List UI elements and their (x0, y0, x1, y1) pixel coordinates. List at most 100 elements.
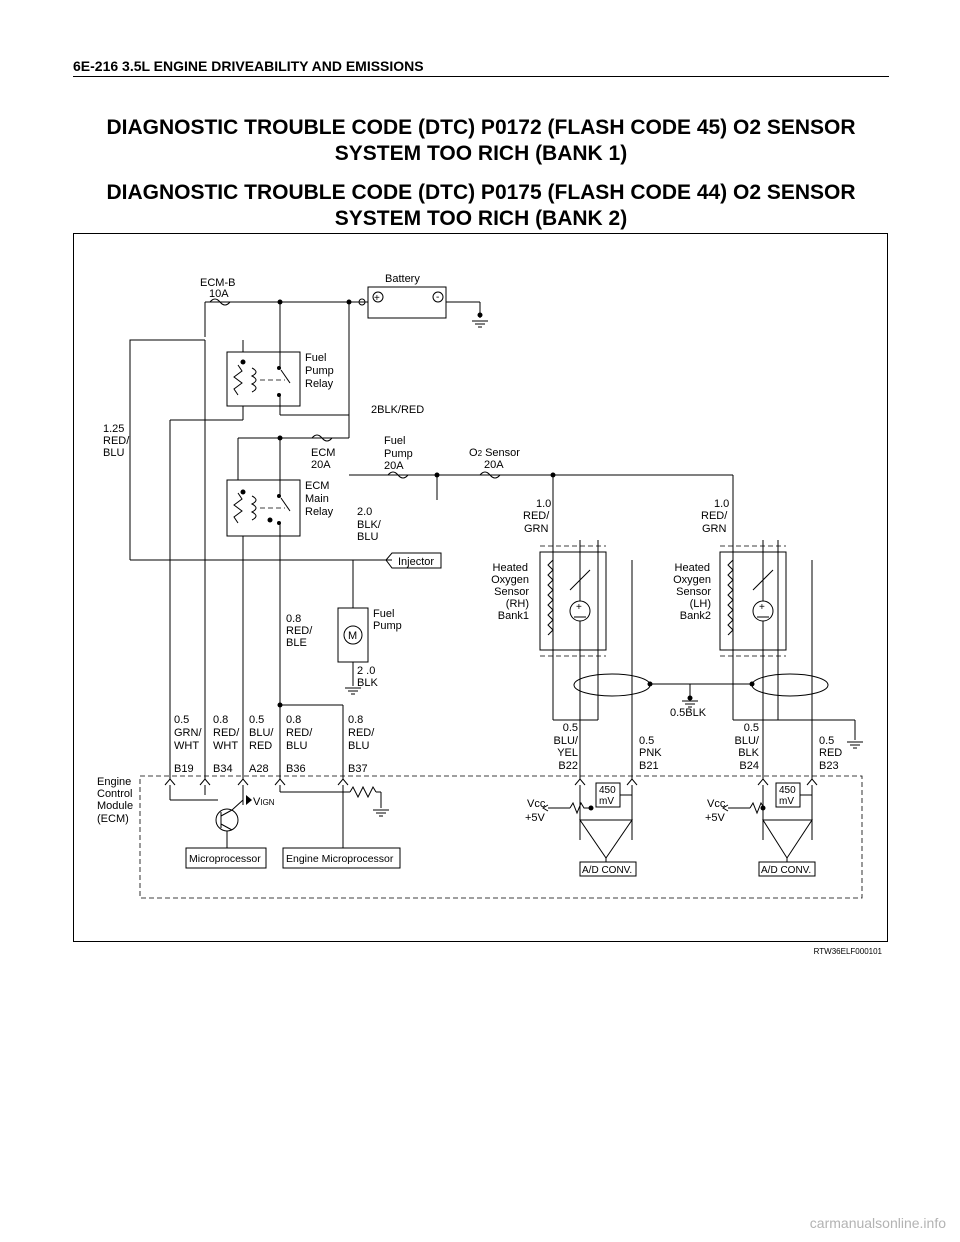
ground-shield (682, 700, 698, 708)
motor-label: M (348, 630, 357, 642)
page-header: 6E-216 3.5L ENGINE DRIVEABILITY AND EMIS… (73, 58, 424, 74)
wire-10-rh-label-2: RED/ (523, 510, 550, 522)
svg-text:0.8: 0.8 (286, 714, 301, 726)
shield-label: 0.5BLK (670, 707, 707, 719)
comparator-rh (579, 819, 633, 859)
wire-20-label-3: BLU (357, 531, 378, 543)
wire-125-label-1: 1.25 (103, 423, 124, 435)
svg-text:B19: B19 (174, 763, 194, 775)
ecm-fuse-label-2: 20A (311, 459, 331, 471)
svg-text:0.5: 0.5 (249, 714, 264, 726)
sensor-rh-label-5: Bank1 (498, 610, 529, 622)
ecm-box (139, 775, 863, 899)
wire-10-lh-label-1: 1.0 (714, 498, 729, 510)
dtc-title-2-line2: SYSTEM TOO RICH (BANK 2) (334, 207, 628, 230)
comparator-lh (762, 819, 813, 859)
svg-text:BLU/: BLU/ (735, 735, 760, 747)
svg-text:YEL: YEL (557, 747, 578, 759)
ecm-wire-b34: 0.8 RED/ WHT B34 (213, 714, 240, 775)
svg-text:A/D CONV.: A/D CONV. (582, 865, 632, 876)
wire-20-label-2: BLK/ (357, 519, 382, 531)
figure-reference-code: RTW36ELF000101 (813, 947, 882, 956)
ecm-main-relay-label-2: Main (305, 493, 329, 505)
o2-fuse-symbol (479, 471, 501, 479)
sensor-lh-label-1: Heated (675, 562, 710, 574)
svg-text:+: + (374, 293, 380, 304)
ecm-b-fuse-label-1: ECM-B (200, 277, 235, 289)
svg-text:mV: mV (779, 796, 794, 807)
sensor-wire-b21: 0.5 PNK B21 (639, 735, 662, 772)
ecm-fuse-label-1: ECM (311, 447, 335, 459)
dtc-title-1: DIAGNOSTIC TROUBLE CODE (DTC) P0172 (FLA… (73, 115, 889, 167)
ecm-label-2: Control (97, 788, 132, 800)
header-rule (73, 76, 889, 77)
motor-symbol (343, 625, 363, 645)
svg-text:B24: B24 (739, 760, 759, 772)
svg-text:0.5: 0.5 (174, 714, 189, 726)
ecm-main-relay-label-1: ECM (305, 480, 329, 492)
wiring-diagram: Battery + - ECM-B 10A 1.25 RED/ BLU Fuel… (97, 273, 863, 899)
sensor-rh-label-3: Sensor (494, 586, 529, 598)
sensor-lh-label-4: (LH) (690, 598, 711, 610)
svg-text:mV: mV (599, 796, 614, 807)
o2-fuse-label: O2 Sensor (469, 447, 520, 459)
fuel-pump-fuse-label-2: Pump (384, 448, 413, 460)
dtc-title-2-line1: DIAGNOSTIC TROUBLE CODE (DTC) P0175 (FLA… (106, 181, 856, 204)
svg-text:RED: RED (819, 747, 842, 759)
svg-text:450: 450 (779, 785, 796, 796)
fuel-pump-label-1: Fuel (373, 608, 394, 620)
fuel-pump-relay-label-1: Fuel (305, 352, 326, 364)
svg-text:RED: RED (249, 740, 272, 752)
svg-text:RED/: RED/ (348, 727, 375, 739)
wire-10-rh-label-3: GRN (524, 523, 549, 535)
ad-conv-lh (758, 861, 816, 877)
svg-text:+: + (576, 602, 582, 613)
fuel-pump-relay-label-3: Relay (305, 378, 334, 390)
svg-text:0.5: 0.5 (744, 722, 759, 734)
svg-text:WHT: WHT (213, 740, 238, 752)
wire-10-lh-label-2: RED/ (701, 510, 728, 522)
svg-text:+: + (759, 602, 765, 613)
ground-battery (472, 320, 488, 328)
sensor-wire-b24: 0.5 BLU/ BLK B24 (735, 722, 760, 772)
ecm-label-4: (ECM) (97, 813, 129, 825)
wire-125-label-3: BLU (103, 447, 124, 459)
ecm-wire-a28: 0.5 BLU/ RED A28 (249, 714, 274, 775)
fuel-pump-fuse-symbol (387, 471, 409, 479)
svg-text:0.8: 0.8 (348, 714, 363, 726)
sensor-lh-label-2: Oxygen (673, 574, 711, 586)
fuel-pump-fuse-label-1: Fuel (384, 435, 405, 447)
svg-text:0.5: 0.5 (819, 735, 834, 747)
sensor-rh-label-1: Heated (493, 562, 528, 574)
sensor-rh-box (539, 551, 607, 651)
sensor-lh-label-5: Bank2 (680, 610, 711, 622)
svg-text:WHT: WHT (174, 740, 199, 752)
watermark: carmanualsonline.info (809, 1215, 946, 1231)
wire-2-0-blk-label-2: BLK (357, 677, 378, 689)
vcc-rh-1: Vcc (527, 798, 546, 810)
sensor-rh-label-2: Oxygen (491, 574, 529, 586)
wire-2-0-blk-label-1: 2 .0 (357, 665, 375, 677)
vcc-lh-2: +5V (705, 812, 726, 824)
wire-10-lh-label-3: GRN (702, 523, 727, 535)
svg-text:A28: A28 (249, 763, 269, 775)
svg-text:0.5: 0.5 (563, 722, 578, 734)
vcc-lh-1: Vcc (707, 798, 726, 810)
ecm-wire-b37: 0.8 RED/ BLU B37 (348, 714, 375, 775)
svg-text:0.5: 0.5 (639, 735, 654, 747)
fuel-pump-label-2: Pump (373, 620, 402, 632)
shield-rh (573, 673, 651, 697)
main-wire-label: 2BLK/RED (371, 404, 424, 416)
wire-20-label-1: 2.0 (357, 506, 372, 518)
vcc-rh-2: +5V (525, 812, 546, 824)
svg-text:450: 450 (599, 785, 616, 796)
ecm-b-fuse-symbol (209, 298, 231, 306)
microprocessor-box (185, 847, 267, 869)
wire-08-ble-label-3: BLE (286, 637, 307, 649)
fuel-pump-relay-label-2: Pump (305, 365, 334, 377)
ecm-label-3: Module (97, 800, 133, 812)
o2-fuse-label-2: 20A (484, 459, 504, 471)
svg-text:RED/: RED/ (286, 727, 313, 739)
svg-text:BLU/: BLU/ (554, 735, 579, 747)
svg-text:BLU: BLU (286, 740, 307, 752)
